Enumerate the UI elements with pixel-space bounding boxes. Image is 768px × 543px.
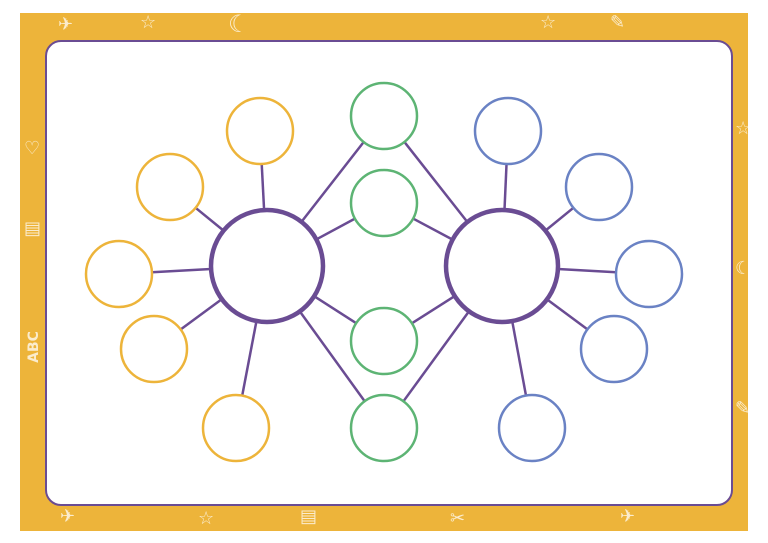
book-icon: ▤ (24, 218, 42, 239)
connector-right-5 (510, 320, 528, 396)
connector-right-3 (557, 267, 617, 274)
paper-plane-icon: ✈ (60, 506, 76, 527)
star-icon: ☆ (140, 12, 157, 33)
left-bubble-2[interactable] (135, 152, 205, 222)
pencil-icon: ✎ (610, 12, 626, 33)
bubbles (84, 81, 684, 463)
right-bubble-2[interactable] (564, 152, 634, 222)
connector-center-right-1 (403, 141, 469, 223)
right-bubble-5[interactable] (497, 393, 567, 463)
right-bubble-4[interactable] (579, 314, 649, 384)
connector-left-1 (260, 163, 266, 211)
center-bubble-1[interactable] (349, 81, 419, 151)
connectors (151, 141, 617, 403)
connector-center-left-4 (298, 310, 366, 402)
connector-left-2 (194, 206, 225, 232)
paper-plane-icon: ✈ (58, 14, 74, 35)
center-bubble-2[interactable] (349, 168, 419, 238)
book-icon: ▤ (300, 506, 318, 527)
center-bubble-3[interactable] (349, 306, 419, 376)
connector-left-3 (151, 267, 212, 274)
center-bubble-4[interactable] (349, 393, 419, 463)
left-bubble-1[interactable] (225, 96, 295, 166)
pencil-icon: ✎ (735, 398, 751, 419)
left-bubble-3[interactable] (84, 239, 154, 309)
connector-center-right-4 (402, 310, 471, 403)
right-hub-circle[interactable] (443, 207, 561, 325)
moon-icon: ☾ (228, 10, 250, 38)
connector-right-4 (546, 298, 589, 331)
left-hub-circle[interactable] (208, 207, 326, 325)
connector-right-2 (544, 206, 575, 232)
heart-icon: ♡ (24, 138, 41, 159)
connector-center-right-2 (412, 217, 454, 241)
star-icon: ☆ (735, 118, 752, 139)
connector-left-4 (179, 298, 223, 331)
connector-center-left-1 (300, 141, 365, 223)
connector-center-left-2 (315, 217, 356, 241)
connector-right-1 (503, 163, 508, 211)
moon-icon: ☾ (735, 258, 752, 279)
star-icon: ☆ (198, 508, 215, 529)
connector-left-5 (240, 320, 258, 396)
star-icon: ☆ (540, 12, 557, 33)
left-bubble-4[interactable] (119, 314, 189, 384)
paper-plane-icon: ✈ (620, 506, 636, 527)
left-bubble-5[interactable] (201, 393, 271, 463)
connector-center-left-3 (313, 295, 357, 325)
right-bubble-1[interactable] (473, 96, 543, 166)
connector-center-right-3 (411, 294, 456, 325)
right-bubble-3[interactable] (614, 239, 684, 309)
scissors-icon: ✂ (450, 508, 466, 529)
